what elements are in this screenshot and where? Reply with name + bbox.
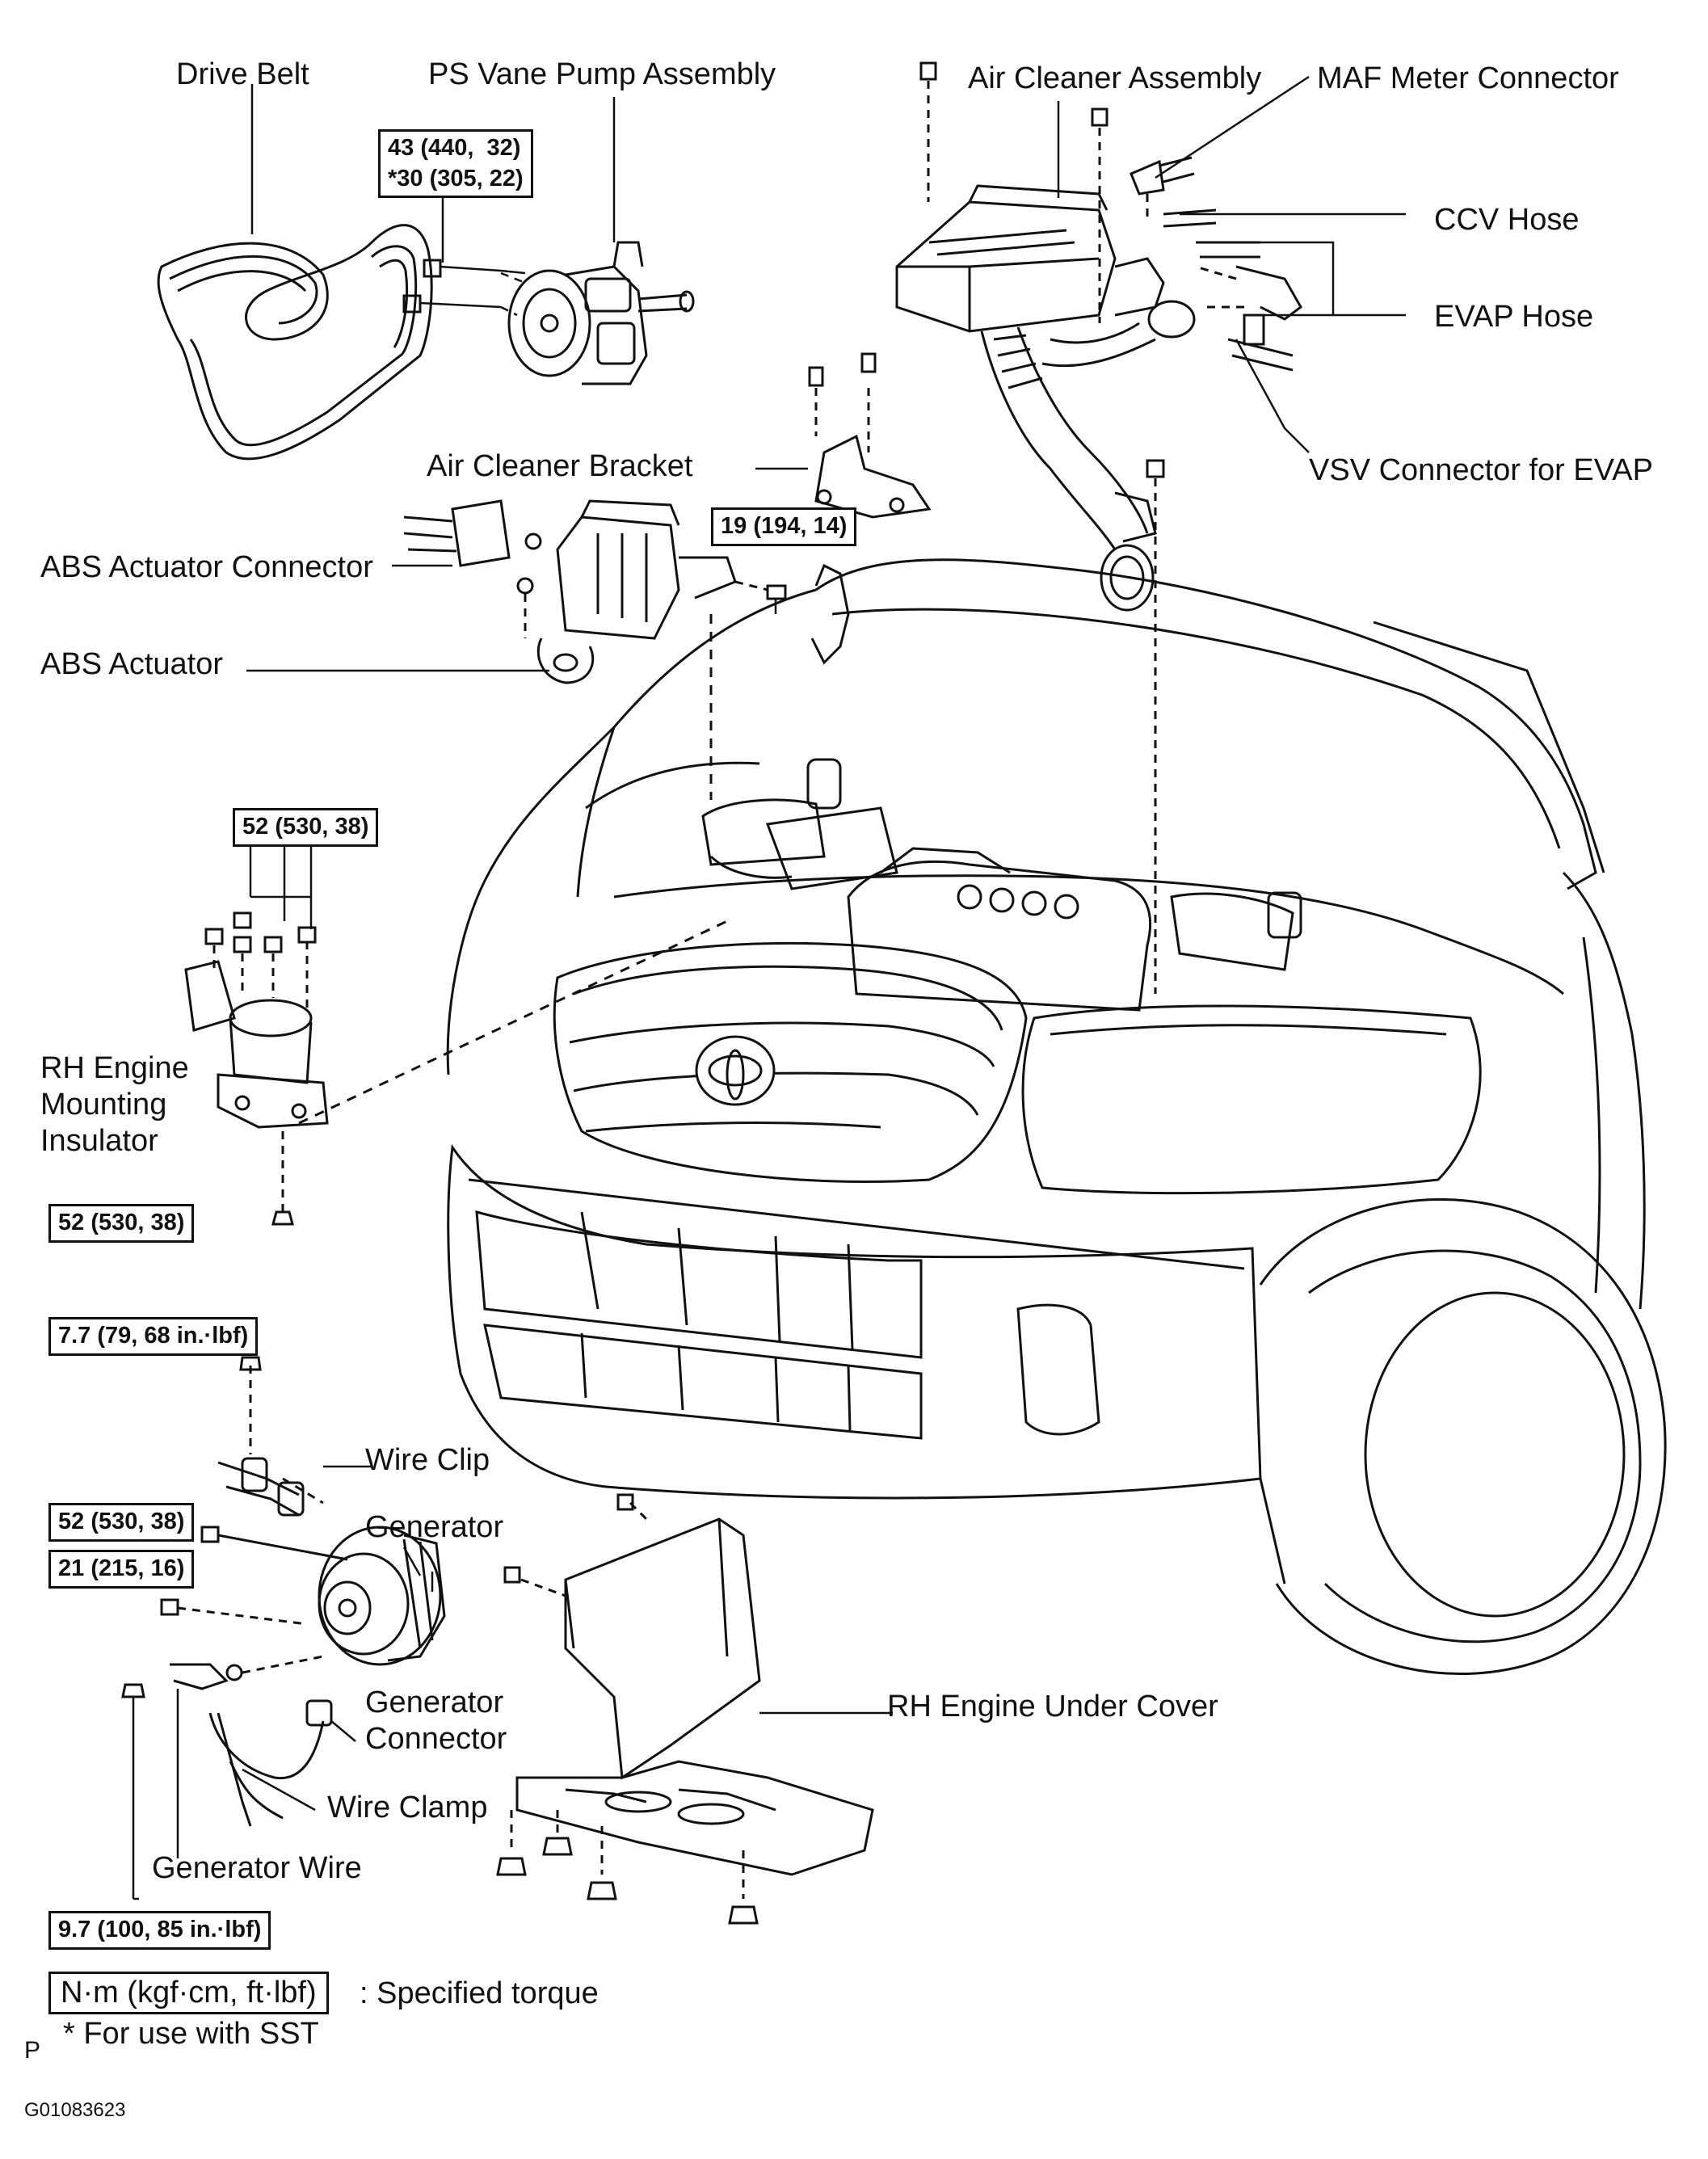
figure-code: G01083623 bbox=[24, 2099, 126, 2121]
legend-sst-note: * For use with SST bbox=[63, 2017, 319, 2051]
torque-generator-wire-nut: 9.7 (100, 85 in.·lbf) bbox=[48, 1911, 271, 1950]
vehicle-body bbox=[446, 558, 1667, 1676]
label-vsv-connector: VSV Connector for EVAP bbox=[1309, 453, 1653, 487]
label-abs-actuator-connector: ABS Actuator Connector bbox=[40, 550, 373, 584]
label-air-cleaner-bracket: Air Cleaner Bracket bbox=[427, 449, 693, 483]
front-wheel bbox=[1259, 1198, 1667, 1676]
label-rh-engine-mounting-insulator: RH Engine Mounting Insulator bbox=[40, 1051, 189, 1158]
label-drive-belt: Drive Belt bbox=[176, 57, 309, 91]
toyota-emblem bbox=[695, 1035, 776, 1106]
air-cleaner-drawing bbox=[808, 61, 1302, 994]
torque-abs-bracket: 19 (194, 14) bbox=[711, 507, 857, 546]
front-bumper bbox=[447, 1143, 1262, 1500]
label-generator-wire: Generator Wire bbox=[152, 1851, 362, 1885]
label-abs-actuator: ABS Actuator bbox=[40, 647, 224, 681]
label-ccv-hose: CCV Hose bbox=[1434, 203, 1580, 237]
legend-unit-box: N·m (kgf·cm, ft·lbf) bbox=[48, 1972, 329, 2014]
fog-light bbox=[1016, 1303, 1100, 1436]
torque-ps-pump: 43 (440, 32) *30 (305, 22) bbox=[378, 129, 533, 199]
engine-block bbox=[847, 860, 1152, 1012]
leader-lines bbox=[242, 75, 1406, 1812]
front-grille bbox=[553, 941, 1028, 1183]
torque-generator-lower: 21 (215, 16) bbox=[48, 1550, 195, 1589]
label-maf-meter-connector: MAF Meter Connector bbox=[1317, 61, 1619, 95]
ps-pump-drawing bbox=[402, 97, 695, 385]
torque-mount-lower: 52 (530, 38) bbox=[48, 1204, 195, 1243]
legend-unit-description: : Specified torque bbox=[360, 1976, 599, 2010]
torque-generator-bolt: 52 (530, 38) bbox=[48, 1503, 195, 1542]
under-cover-drawing bbox=[496, 1493, 874, 1925]
drive-belt-drawing bbox=[157, 84, 433, 461]
generator-drawing bbox=[121, 1356, 446, 1900]
torque-wire-clip-bolt: 7.7 (79, 68 in.·lbf) bbox=[48, 1317, 259, 1356]
label-evap-hose: EVAP Hose bbox=[1434, 300, 1594, 334]
label-wire-clamp: Wire Clamp bbox=[327, 1791, 488, 1824]
left-fender bbox=[446, 588, 817, 1075]
hood-outline bbox=[815, 558, 1597, 890]
label-wire-clip: Wire Clip bbox=[365, 1443, 490, 1477]
label-rh-engine-under-cover: RH Engine Under Cover bbox=[887, 1690, 1218, 1723]
engine-bay-rim bbox=[613, 874, 1564, 995]
abs-actuator-drawing bbox=[403, 499, 850, 800]
label-generator: Generator bbox=[365, 1510, 504, 1544]
label-ps-vane-pump: PS Vane Pump Assembly bbox=[428, 57, 776, 91]
torque-mount-upper: 52 (530, 38) bbox=[233, 808, 379, 847]
engine-mount-drawing bbox=[184, 808, 728, 1226]
footer-letter: P bbox=[24, 2037, 41, 2064]
label-generator-connector: Generator Connector bbox=[365, 1686, 507, 1756]
label-air-cleaner-assembly: Air Cleaner Assembly bbox=[968, 61, 1262, 95]
hood-inner-line bbox=[831, 608, 1561, 849]
headlight bbox=[1021, 1004, 1482, 1195]
